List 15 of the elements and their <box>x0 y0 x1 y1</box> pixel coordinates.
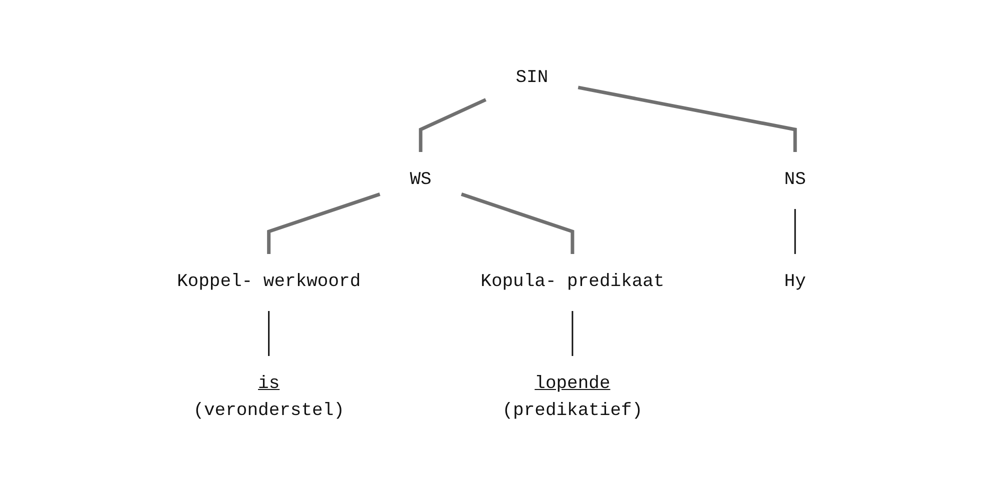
connector <box>460 192 574 254</box>
connector <box>268 311 270 356</box>
node-text: SIN <box>515 68 548 88</box>
connector <box>794 209 796 254</box>
connector <box>571 311 573 356</box>
node-text: Kopula- predikaat <box>480 272 664 292</box>
connector <box>418 98 486 152</box>
node-text: Koppel- werkwoord <box>176 272 360 292</box>
node-text: Hy <box>784 272 806 292</box>
node-text: NS <box>784 170 806 190</box>
connector <box>266 192 380 254</box>
node-text: lopende (predikatief) <box>502 374 642 421</box>
connector <box>577 86 796 152</box>
node-text: is (veronderstel) <box>192 374 344 421</box>
node-text: WS <box>409 170 431 190</box>
